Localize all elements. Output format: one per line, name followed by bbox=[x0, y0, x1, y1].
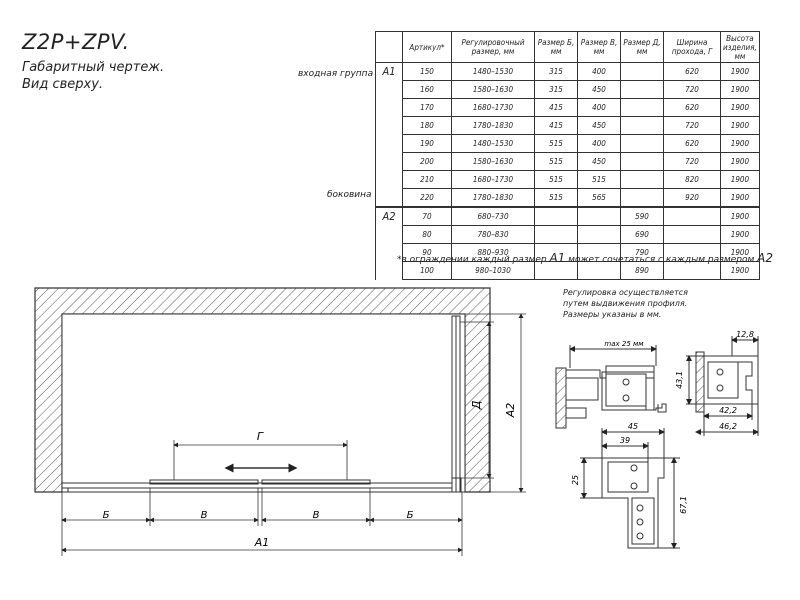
table-header-empty bbox=[375, 31, 403, 63]
regulation-text-2: путем выдвижения профиля. bbox=[563, 299, 688, 308]
label-v-right: В bbox=[313, 510, 320, 521]
table-cell: 515 bbox=[534, 170, 578, 189]
drawing-title: Z2P+ZPV. bbox=[22, 30, 130, 54]
label-25: 25 bbox=[571, 475, 580, 485]
label-b-left: Б bbox=[103, 510, 110, 521]
label-a2: А2 bbox=[504, 403, 517, 419]
drawing-subtitle-1: Габаритный чертеж. bbox=[22, 60, 165, 75]
table-header-cell: Размер Д, мм bbox=[620, 31, 664, 63]
table-cell bbox=[663, 261, 721, 280]
shower-area bbox=[61, 313, 466, 493]
label-128: 12,8 bbox=[736, 330, 754, 339]
profile-section-corner bbox=[580, 428, 680, 549]
table-cell: 820 bbox=[663, 170, 721, 189]
table-header-row: Артикул* Регулировочный размер, мм Разме… bbox=[375, 31, 760, 63]
group-label-entry: входная группа bbox=[298, 69, 374, 79]
group-label-side: боковина bbox=[327, 190, 372, 200]
combination-note: *в ограждении каждый размер A1 может соч… bbox=[397, 251, 773, 265]
side-panel bbox=[451, 315, 462, 493]
regulation-text-1: Регулировка осуществляется bbox=[563, 288, 688, 297]
dimension-d bbox=[460, 321, 494, 479]
table-header-cell: Высота изделия, мм bbox=[720, 31, 760, 63]
regulation-text-3: Размеры указаны в мм. bbox=[563, 310, 662, 319]
table-header-cell: Артикул* bbox=[402, 31, 452, 63]
front-panels bbox=[61, 479, 453, 492]
profile-section-wall bbox=[686, 336, 759, 436]
table-header-cell: Размер В, мм bbox=[577, 31, 621, 63]
label-431: 43,1 bbox=[675, 371, 684, 389]
label-d: Д bbox=[470, 400, 483, 410]
table-cell: 515 bbox=[577, 170, 621, 189]
label-max: max 25 мм bbox=[604, 340, 644, 348]
label-422: 42,2 bbox=[719, 406, 737, 415]
label-a1: А1 bbox=[254, 536, 270, 549]
spec-table: Артикул* Регулировочный размер, мм Разме… bbox=[375, 31, 760, 280]
drawing-subtitle-2: Вид сверху. bbox=[22, 77, 104, 92]
table-cell: 1900 bbox=[720, 170, 760, 189]
label-g: Г bbox=[257, 430, 264, 443]
label-39: 39 bbox=[620, 436, 630, 445]
label-45: 45 bbox=[628, 422, 638, 431]
table-cell: 210 bbox=[402, 170, 452, 189]
dimension-a2 bbox=[462, 313, 526, 493]
dimension-g bbox=[173, 440, 348, 480]
dimension-row-bv bbox=[61, 488, 463, 556]
label-v-left: В bbox=[201, 510, 208, 521]
label-671: 67,1 bbox=[679, 496, 688, 514]
table-cell: 1900 bbox=[720, 261, 760, 280]
table-header-cell: Ширина прохода, Г bbox=[663, 31, 721, 63]
label-b-right: Б bbox=[407, 510, 414, 521]
profile-section-adjust bbox=[555, 345, 667, 429]
label-462: 46,2 bbox=[719, 422, 737, 431]
